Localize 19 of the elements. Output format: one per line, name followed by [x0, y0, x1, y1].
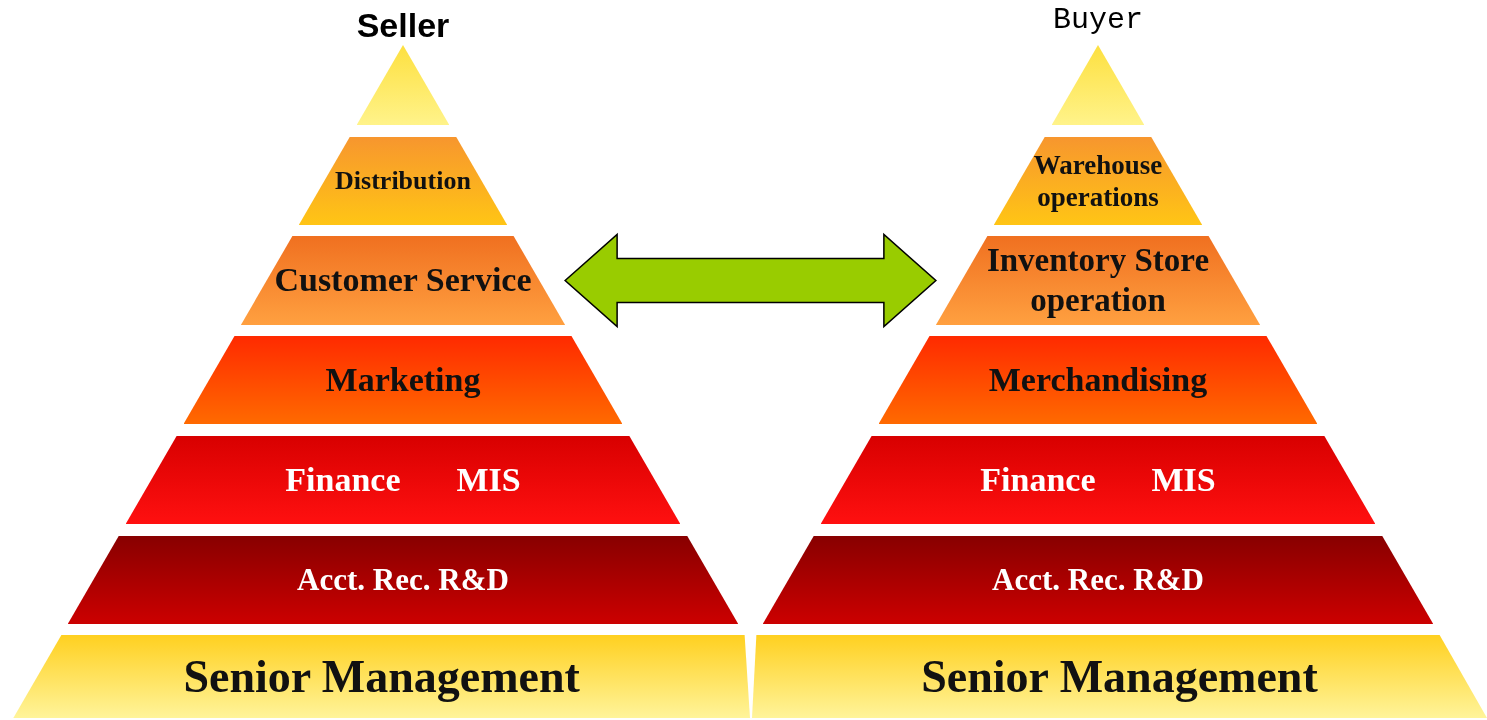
layer-label: Finance	[285, 459, 401, 500]
pyramid-heading: Seller	[356, 8, 450, 42]
layer-label: Inventory Store operation	[985, 240, 1211, 320]
layer-label: Senior Management	[183, 649, 580, 704]
layer-label: Senior Management	[921, 649, 1318, 704]
layer-label: MIS	[456, 459, 521, 500]
layer-label: Merchandising	[988, 359, 1208, 400]
double-arrow	[563, 232, 937, 329]
pyramid-heading: Buyer	[1051, 5, 1144, 35]
layer-label: Acct. Rec. R&D	[297, 561, 509, 599]
layer-label: Acct. Rec. R&D	[992, 561, 1204, 599]
layer-label: Warehouse operations	[1032, 148, 1164, 214]
pyramid-layer	[752, 635, 1487, 718]
layer-label: Marketing	[325, 359, 481, 400]
layer-label: Finance	[980, 459, 1096, 500]
layer-label: MIS	[1151, 459, 1216, 500]
pyramid-layer	[13, 635, 750, 718]
layer-label: Customer Service	[274, 260, 532, 301]
layer-label: Distribution	[335, 165, 471, 197]
